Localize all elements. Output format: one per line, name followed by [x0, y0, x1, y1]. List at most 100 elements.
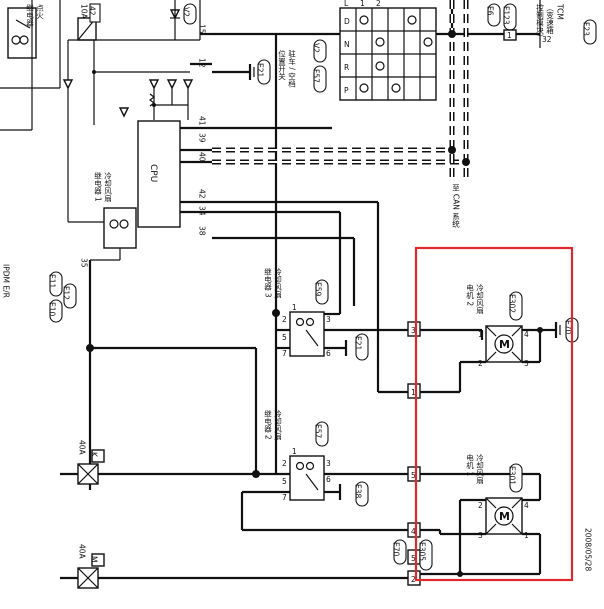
switch-row-p: P	[344, 86, 349, 95]
motor1-label: 冷却风扇电机 1	[465, 453, 484, 486]
fuse-10a-42: 10A 42	[77, 3, 101, 41]
cpu-block: CPU	[137, 120, 212, 228]
pin-41: 41	[198, 116, 207, 126]
tcm-f23: F23	[582, 22, 591, 36]
relay2-pin-7: 7	[282, 493, 287, 502]
motor1-pin-2: 2	[478, 501, 483, 510]
tcm-e6: E6	[486, 6, 495, 16]
park-neutral-switch: D N R P L 1 2 驻车 / 空档位置开关 V2 F57	[277, 0, 437, 101]
motor2-label: 冷却风扇电机 2	[465, 283, 484, 316]
ipdm-e10: E10	[48, 302, 57, 317]
ground-e21-top: E21	[212, 59, 271, 85]
relay3-pin-3: 3	[326, 315, 331, 324]
switch-col-l: L	[344, 0, 349, 8]
joint-connector: 3 1 5 4 5 2 E70 E305	[392, 321, 433, 586]
motor1-conn: E301	[508, 466, 517, 485]
ignition-relay-area: 点火继电器	[0, 0, 61, 131]
ipdm-label-group: IPDM E/R（发动机室智能电源分配模块） E10 E11 F12	[0, 263, 77, 323]
relay3-pin-2: 2	[282, 315, 287, 324]
relay2-pin-3: 3	[326, 459, 331, 468]
fuse-m: 40A M	[60, 544, 408, 589]
relay2-conn: E57	[314, 424, 323, 439]
motor1-pin-1: 1	[524, 531, 529, 540]
fuse-k-amp: 40A	[78, 440, 87, 456]
relay3-label: 冷却风扇继电器 3	[263, 267, 282, 300]
fuse-m-id: M	[90, 556, 99, 562]
park-switch-label: 驻车 / 空档位置开关	[277, 49, 296, 89]
ipdm-f12: F12	[62, 286, 71, 300]
tcm-pin-1: 1	[507, 31, 512, 40]
fan-motor-2: 4 M 冷却风扇电机 2 E302 1 2 3 4 E70	[420, 283, 579, 394]
relay2-pin-1: 1	[292, 447, 297, 456]
pin-15: 15	[198, 24, 207, 34]
svg-text:M: M	[499, 338, 510, 351]
fan-relay-1: 冷却风扇继电器 1	[90, 171, 137, 261]
motor1-pin-4: 4	[524, 501, 529, 510]
motor2-pin-4: 4	[524, 330, 529, 339]
fan-relay-2: 冷却风扇继电器 2 E57 1 2 3 5 6 7 E38	[240, 366, 408, 532]
pin-34: 34	[198, 206, 207, 216]
fuse-42-label: 42	[88, 6, 97, 16]
bottom-e70: E70	[392, 542, 401, 557]
relay2-label: 冷却风扇继电器 2	[263, 409, 282, 442]
relay3-conn: E59	[314, 282, 323, 297]
pin-40: 40	[198, 152, 207, 162]
joint-pin-5: 5	[411, 471, 416, 480]
cpu-label: CPU	[148, 164, 158, 182]
pin-39: 39	[198, 133, 207, 143]
diagram-date: 2008/05/28	[584, 528, 593, 571]
relay2-pin-6: 6	[326, 475, 331, 484]
park-switch-v2: V2	[312, 43, 321, 53]
ipdm-internal-wiring	[62, 0, 212, 223]
tcm-block: E6 F123 1 32 TCM（变速箱控制模块） F23	[486, 0, 597, 48]
can-system-label: 至 CAN 系统	[451, 184, 460, 229]
switch-row-r: R	[344, 63, 349, 72]
joint-pin-2: 2	[411, 575, 416, 584]
relay3-e21: E21	[354, 336, 363, 351]
fuse-k: 40A K	[60, 440, 256, 485]
motor2-ground-tag: E70	[564, 320, 573, 335]
pin-38: 38	[198, 226, 207, 236]
relay2-pin-2: 2	[282, 459, 287, 468]
ipdm-pin-numbers: 15 12 41 39 40 42 34 38 35	[80, 24, 207, 268]
diode-v2: V2	[169, 0, 197, 40]
v2-tag-label: V2	[182, 7, 191, 17]
switch-col-2: 2	[376, 0, 381, 8]
highlight-box	[414, 246, 574, 582]
fuse-k-id: K	[90, 452, 99, 458]
relay3-pin-5: 5	[282, 333, 287, 342]
tcm-label: TCM（变速箱控制模块）	[535, 3, 564, 42]
motor1-pin-3: 3	[478, 531, 483, 540]
ipdm-title: IPDM E/R（发动机室智能电源分配模块）	[0, 263, 11, 302]
joint-pin-4: 4	[411, 527, 416, 536]
switch-col-1: 1	[360, 0, 365, 8]
svg-text:M: M	[499, 510, 510, 523]
motor2-pin-3: 3	[524, 359, 529, 368]
pin-12: 12	[198, 58, 207, 68]
joint-pin-5b: 5	[411, 554, 416, 563]
joint-pin-3: 3	[411, 326, 416, 335]
motor2-pin-2: 2	[478, 359, 483, 368]
main-harness	[86, 0, 520, 490]
tcm-pin-32: 32	[542, 35, 552, 44]
can-bus-lines: 至 CAN 系统	[212, 0, 470, 228]
switch-row-n: N	[344, 40, 350, 49]
fan-motor-1: M 冷却风扇电机 1 E301 1 2 3 4	[420, 453, 542, 577]
switch-row-d: D	[344, 17, 350, 26]
tcm-f123: F123	[502, 6, 511, 25]
relay3-pin-1: 1	[292, 303, 297, 312]
ignition-relay-label: 点火继电器	[25, 3, 44, 28]
fuse-10a-label: 10A	[80, 4, 89, 20]
joint-pin-1: 1	[411, 388, 416, 397]
fan-relay-3: 冷却风扇继电器 3 E59 1 2 3 5 6 7 E21	[263, 267, 408, 361]
fuse-m-amp: 40A	[78, 544, 87, 560]
bottom-e305: E305	[418, 542, 427, 561]
e21-top-label: E21	[256, 63, 265, 78]
motor2-pin-1: 1	[478, 330, 483, 339]
fan-relay-1-label: 冷却风扇继电器 1	[93, 171, 112, 204]
motor2-conn: E302	[508, 294, 517, 313]
relay3-pin-7: 7	[282, 349, 287, 358]
park-switch-f57: F57	[312, 69, 321, 83]
relay3-pin-6: 6	[326, 349, 331, 358]
